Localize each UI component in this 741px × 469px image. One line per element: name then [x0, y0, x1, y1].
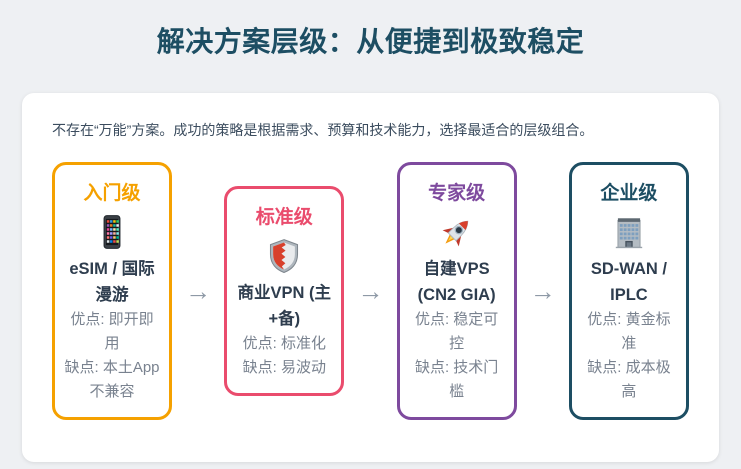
tier-card-expert: 专家级 自建VPS (CN2 GIA) 优点: 稳定可控 缺点: 技术门槛	[396, 162, 517, 421]
tier-card-entry: 入门级 eSIM / 国际漫游 优点: 即开即用 缺点:	[52, 162, 172, 421]
arrow-right-icon: →	[185, 276, 212, 307]
tier-label-entry: 入门级	[83, 183, 141, 204]
tier-pros-enterprise: 优点: 黄金标准	[587, 311, 671, 353]
tier-name-standard: 商业VPN (主+备)	[237, 284, 332, 328]
building-icon	[580, 211, 678, 253]
tier-name-enterprise: SD-WAN / IPLC	[590, 260, 667, 304]
arrow-right-icon: →	[529, 276, 556, 307]
tier-name-entry: eSIM / 国际漫游	[69, 260, 155, 304]
shield-icon	[235, 235, 333, 277]
tier-card-enterprise: 企业级 SD-WAN / IPLC 优点: 黄金标准	[568, 162, 689, 421]
tier-name-expert: 自建VPS (CN2 GIA)	[417, 260, 496, 304]
tier-cons-expert: 缺点: 技术门槛	[414, 359, 499, 401]
tier-cons-entry: 缺点: 本土App不兼容	[64, 359, 160, 401]
tier-label-standard: 标准级	[255, 207, 313, 228]
tier-label-expert: 专家级	[428, 183, 486, 204]
content-card: 不存在“万能”方案。成功的策略是根据需求、预算和技术能力，选择最适合的层级组合。…	[22, 93, 719, 462]
tier-cons-enterprise: 缺点: 成本极高	[587, 359, 671, 401]
tier-card-standard: 标准级 商业VPN (主+备) 优点: 标准化 缺点: 易波动	[224, 186, 345, 397]
tier-pros-entry: 优点: 即开即用	[70, 311, 154, 353]
tier-cons-standard: 缺点: 易波动	[242, 359, 326, 377]
arrow-right-icon: →	[357, 276, 384, 307]
rocket-icon	[408, 211, 506, 253]
tier-row: 入门级 eSIM / 国际漫游 优点: 即开即用 缺点:	[52, 162, 689, 421]
tier-pros-standard: 优点: 标准化	[242, 335, 326, 353]
tier-label-enterprise: 企业级	[600, 183, 658, 204]
smartphone-icon	[63, 211, 161, 253]
page-title: 解决方案层级：从便捷到极致稳定	[156, 26, 585, 57]
tier-pros-expert: 优点: 稳定可控	[414, 311, 499, 353]
card-subtitle: 不存在“万能”方案。成功的策略是根据需求、预算和技术能力，选择最适合的层级组合。	[52, 122, 594, 138]
